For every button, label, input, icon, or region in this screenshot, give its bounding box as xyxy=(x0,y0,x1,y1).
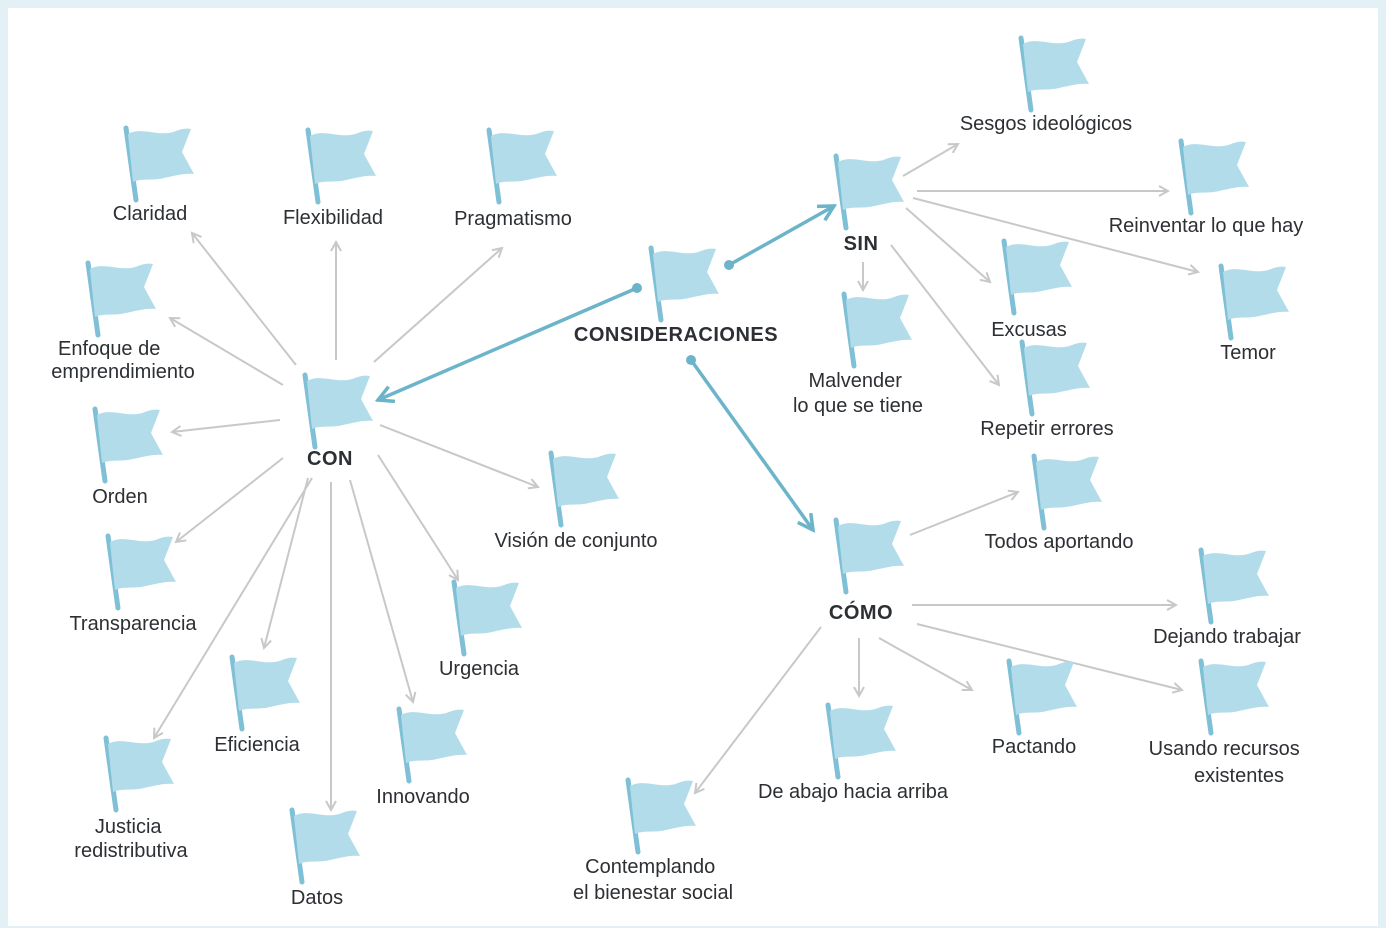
sin-item-sesgos: Sesgos ideológicos xyxy=(960,113,1132,135)
flag-icon xyxy=(1201,661,1269,733)
con-item-flexibilidad: Flexibilidad xyxy=(283,207,383,229)
flag-icon xyxy=(308,130,376,202)
flag-icon xyxy=(551,453,619,525)
flag-icon xyxy=(828,705,896,777)
connector-con-urgencia xyxy=(377,454,458,580)
hub-con-label: CON xyxy=(307,448,353,470)
flag-icon xyxy=(108,536,176,608)
flag-icon xyxy=(232,657,300,729)
flag-icon xyxy=(844,294,912,366)
flag-icon xyxy=(1034,456,1102,528)
sin-item-malvender-line1: Malvender xyxy=(809,370,903,392)
flag-icon xyxy=(305,375,373,447)
como-item-todos: Todos aportando xyxy=(984,531,1133,553)
con-item-eficiencia: Eficiencia xyxy=(214,734,300,756)
flag-icon xyxy=(399,709,467,781)
flag-icon xyxy=(292,810,360,882)
flag-icon xyxy=(628,780,696,852)
connector-con-innovando xyxy=(349,479,413,702)
connector-con-orden xyxy=(172,419,281,432)
como-labels: Todos aportando Dejando trabajar Usando … xyxy=(573,531,1306,904)
flag-icon xyxy=(1004,241,1072,313)
connector-con-vision xyxy=(379,424,538,487)
connector-root-con xyxy=(378,286,638,400)
como-connectors xyxy=(695,492,1182,793)
hub-sin-label: SIN xyxy=(844,233,879,255)
flag-icon xyxy=(836,156,904,228)
flag-icon xyxy=(106,738,174,810)
con-item-vision: Visión de conjunto xyxy=(494,530,657,552)
con-item-justicia-line1: Justicia xyxy=(95,816,163,838)
con-item-justicia: Justicia redistributiva xyxy=(74,816,188,862)
connector-con-eficiencia xyxy=(264,477,309,648)
con-item-urgencia: Urgencia xyxy=(439,658,520,680)
sin-connectors xyxy=(863,144,1198,385)
con-item-enfoque-line2: emprendimiento xyxy=(51,361,194,383)
flag-icon xyxy=(88,263,156,335)
connector-root-como xyxy=(689,358,813,530)
con-item-justicia-line2: redistributiva xyxy=(74,840,188,862)
flag-icon xyxy=(1021,38,1089,110)
como-item-contemplando-line1: Contemplando xyxy=(585,856,715,878)
flag-icon xyxy=(95,409,163,481)
connector-con-justicia xyxy=(154,477,313,738)
con-labels: Claridad Flexibilidad Pragmatismo Enfoqu… xyxy=(51,203,657,909)
connector-con-claridad xyxy=(192,233,297,366)
connector-sin-sesgos xyxy=(902,144,958,177)
flag-icon xyxy=(651,248,719,320)
con-item-pragmatismo: Pragmatismo xyxy=(454,208,572,230)
connector-sin-temor xyxy=(912,197,1198,272)
como-item-dejando: Dejando trabajar xyxy=(1153,626,1301,648)
hub-root-label: CONSIDERACIONES xyxy=(574,324,778,346)
con-item-enfoque-line1: Enfoque de xyxy=(58,338,160,360)
connector-con-transparencia xyxy=(176,457,284,542)
con-item-innovando: Innovando xyxy=(376,786,469,808)
como-item-usando: Usando recursos existentes xyxy=(1149,738,1306,787)
sin-item-repetir: Repetir errores xyxy=(980,418,1113,440)
como-item-usando-line2: existentes xyxy=(1194,765,1284,787)
como-item-contemplando: Contemplando el bienestar social xyxy=(573,856,733,904)
con-connectors xyxy=(154,233,538,810)
connector-como-pactando xyxy=(878,637,972,690)
sin-item-malvender-line2: lo que se tiene xyxy=(793,395,923,417)
flag-icon xyxy=(1201,550,1269,622)
sin-labels: Sesgos ideológicos Reinventar lo que hay… xyxy=(793,113,1303,440)
main-connectors xyxy=(378,206,834,530)
connector-root-sin xyxy=(728,206,834,267)
con-item-enfoque: Enfoque de emprendimiento xyxy=(51,338,194,383)
connector-como-todos xyxy=(909,492,1018,536)
con-item-claridad: Claridad xyxy=(113,203,187,225)
connector-como-usando xyxy=(916,623,1182,690)
con-item-orden: Orden xyxy=(92,486,148,508)
hub-como-label: CÓMO xyxy=(829,600,893,624)
flag-icon xyxy=(836,520,904,592)
connector-sin-excusas xyxy=(905,207,990,282)
connector-como-contemplando xyxy=(695,626,822,793)
flag-icon xyxy=(1022,342,1090,414)
flag-icon xyxy=(1181,141,1249,213)
connector-sin-repetir xyxy=(890,244,999,385)
connector-con-pragmatismo xyxy=(373,248,502,363)
como-item-abajo: De abajo hacia arriba xyxy=(758,781,949,803)
con-item-transparencia: Transparencia xyxy=(69,613,197,635)
como-item-pactando: Pactando xyxy=(992,736,1077,758)
flag-icon xyxy=(489,130,557,202)
como-item-contemplando-line2: el bienestar social xyxy=(573,882,733,904)
flag-icon xyxy=(454,582,522,654)
connector-con-enfoque xyxy=(170,318,284,386)
flag-icon xyxy=(1221,266,1289,338)
con-item-datos: Datos xyxy=(291,887,343,909)
flag-icon xyxy=(126,128,194,200)
flag-icon xyxy=(1009,661,1077,733)
sin-item-excusas: Excusas xyxy=(991,319,1067,341)
sin-item-reinventar: Reinventar lo que hay xyxy=(1109,215,1304,237)
hub-labels: CONSIDERACIONES CON SIN CÓMO xyxy=(307,233,893,624)
sin-item-temor: Temor xyxy=(1220,342,1276,364)
como-item-usando-line1: Usando recursos xyxy=(1149,738,1300,760)
sin-item-malvender: Malvender lo que se tiene xyxy=(793,370,923,417)
